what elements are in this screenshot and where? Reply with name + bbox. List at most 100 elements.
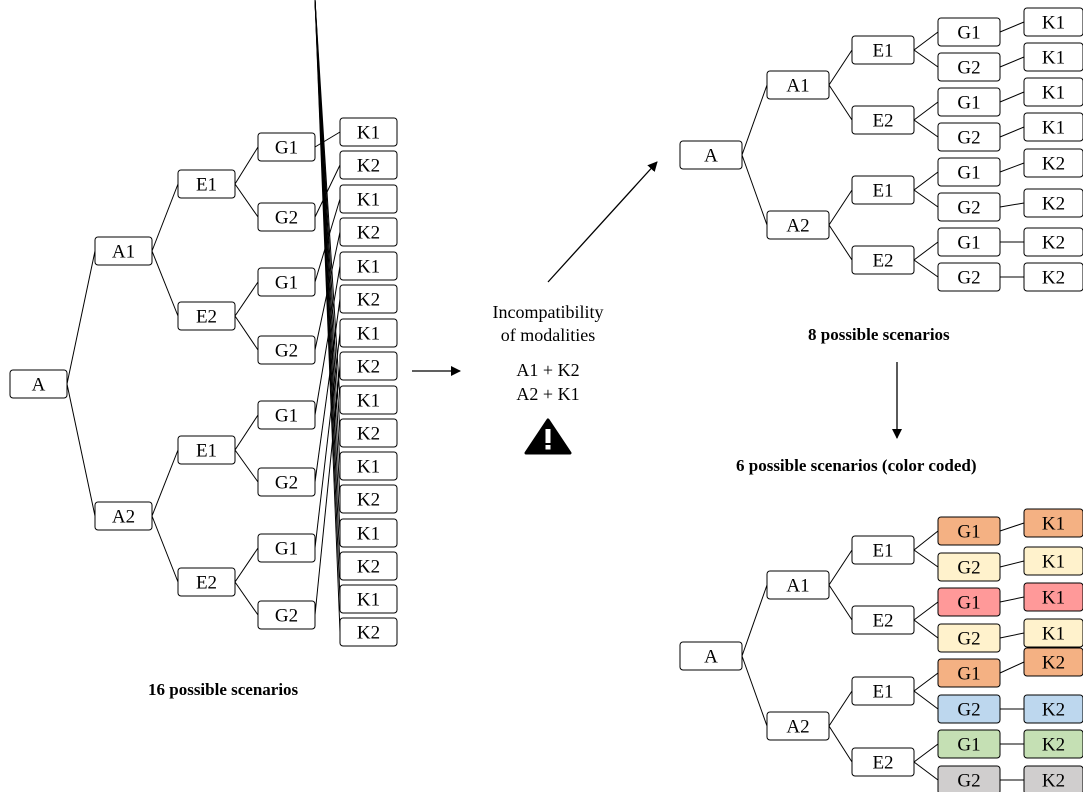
node-box (937, 552, 1001, 582)
node-box (257, 400, 316, 430)
node-label: K1 (1042, 48, 1065, 69)
node-k1: K1 (1023, 618, 1083, 648)
node-box (177, 567, 236, 597)
node-box (339, 351, 398, 381)
node-box (851, 605, 915, 635)
node-label: K2 (1042, 268, 1065, 289)
node-box (339, 551, 398, 581)
node-box (679, 641, 743, 671)
tree-edge (828, 690, 853, 727)
node-box (339, 484, 398, 514)
node-label: G2 (957, 198, 980, 219)
node-g1: G1 (257, 400, 316, 430)
tree-edge (151, 515, 179, 583)
node-box (177, 169, 236, 199)
node-label: K1 (1042, 83, 1065, 104)
node-box (937, 52, 1001, 82)
tree-edge (913, 259, 939, 278)
node-g2: G2 (937, 765, 1001, 792)
node-label: G2 (957, 771, 980, 792)
node-box (1023, 77, 1083, 107)
node-box (339, 284, 398, 314)
node-e1: E1 (851, 175, 915, 205)
node-box (339, 617, 398, 647)
node-label: G1 (957, 664, 980, 685)
node-box (937, 694, 1001, 724)
node-box (937, 227, 1001, 257)
node-label: E1 (872, 541, 893, 562)
tree-edge (999, 560, 1025, 568)
note-line-1: Incompatibility (493, 302, 604, 322)
tree-edge (999, 56, 1025, 68)
node-label: G2 (275, 208, 298, 229)
tree-edge (828, 189, 853, 226)
node-label: G1 (275, 406, 298, 427)
tree-edge (314, 265, 341, 416)
node-box (1023, 729, 1083, 759)
node-k1: K1 (339, 117, 398, 147)
node-label: K2 (357, 424, 380, 445)
node-label: G1 (957, 23, 980, 44)
tree-edge (234, 414, 259, 451)
node-k1: K1 (1023, 508, 1083, 538)
tree-edge (741, 584, 768, 657)
node-box (937, 729, 1001, 759)
node-k2: K2 (339, 617, 398, 647)
node-label: K1 (1042, 514, 1065, 535)
caption-6-scenarios: 6 possible scenarios (color coded) (736, 456, 977, 475)
node-box (1023, 694, 1083, 724)
tree-6-scenarios-color-coded: AA1A2E1E2E1E2G1G2G1G2G1G2G1G2K1K1K1K1K2K… (679, 508, 1083, 792)
node-box (851, 245, 915, 275)
node-label: G1 (957, 735, 980, 756)
node-label: E1 (872, 682, 893, 703)
node-label: K1 (357, 123, 380, 144)
node-e1: E1 (851, 676, 915, 706)
node-a2: A2 (94, 501, 153, 531)
arrow-to-8-scenarios (547, 161, 658, 283)
node-box (257, 267, 316, 297)
node-label: K1 (1042, 624, 1065, 645)
node-box (937, 587, 1001, 617)
tree-8-scenarios: AA1A2E1E2E1E2G1G2G1G2G1G2G1G2K1K1K1K1K2K… (679, 7, 1083, 292)
node-g2: G2 (257, 600, 316, 630)
node-label: K1 (357, 324, 380, 345)
node-e1: E1 (177, 435, 236, 465)
node-label: G2 (275, 606, 298, 627)
node-label: E1 (196, 441, 217, 462)
tree-edge (913, 31, 939, 51)
note-line-3: A1 + K2 (516, 360, 579, 380)
node-box (937, 262, 1001, 292)
node-a1: A1 (94, 236, 153, 266)
node-k1: K1 (1023, 546, 1083, 576)
tree-edge (999, 202, 1025, 208)
node-label: K1 (1042, 118, 1065, 139)
node-k1: K1 (339, 451, 398, 481)
node-g1: G1 (937, 658, 1001, 688)
node-label: K2 (357, 357, 380, 378)
node-box (1023, 647, 1083, 677)
node-k1: K1 (339, 318, 398, 348)
node-box (1023, 765, 1083, 792)
tree-edge (741, 154, 768, 226)
node-box (339, 150, 398, 180)
node-box (257, 533, 316, 563)
node-box (339, 318, 398, 348)
tree-edge (913, 530, 939, 551)
node-box (339, 385, 398, 415)
node-g2: G2 (257, 202, 316, 232)
node-box (937, 623, 1001, 653)
node-label: K1 (357, 190, 380, 211)
tree-edge (151, 183, 179, 252)
tree-edge (999, 632, 1025, 639)
node-label: K1 (357, 590, 380, 611)
node-box (1023, 582, 1083, 612)
node-k2: K2 (1023, 148, 1083, 178)
note-line-2: of modalities (501, 325, 595, 345)
tree-edge (913, 690, 939, 710)
node-a2: A2 (766, 711, 830, 741)
node-box (1023, 618, 1083, 648)
node-g2: G2 (937, 694, 1001, 724)
node-label: A2 (786, 717, 809, 738)
node-box (1023, 508, 1083, 538)
node-label: G1 (275, 539, 298, 560)
